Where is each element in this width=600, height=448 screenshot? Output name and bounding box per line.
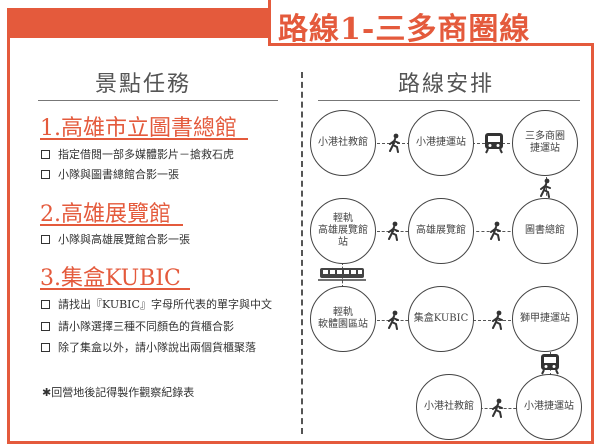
route-heading: 路線安排 [398,72,495,97]
route-heading-rule [318,100,580,101]
walking-person-icon [540,178,551,198]
checkbox[interactable] [41,234,50,244]
light-rail-icon [318,268,366,281]
walking-person-icon [389,133,400,153]
site-3-title: 3.集盒KUBIC [40,266,181,291]
checkbox[interactable] [41,169,50,179]
tasks-heading: 景點任務 [95,72,192,97]
site-1-underline [40,138,248,140]
metro-train-icon [541,354,559,375]
stop-shiji-mrt: 獅甲捷運站 [512,286,578,352]
page-title: 路線1-三多商圈線 [278,12,531,47]
stop-lrt-software-park: 輕軌 軟體園區站 [310,286,376,352]
site-1-title: 1.高雄市立圖書總館 [40,116,237,141]
reminder-note: ✱回營地後記得製作觀察紀錄表 [42,386,195,399]
walking-person-icon [490,221,501,241]
stop-exhibition-center: 高雄展覽館 [408,198,474,264]
checkbox[interactable] [41,342,50,352]
route-connector [546,177,547,201]
site-3-underline [40,288,190,290]
walking-person-icon [492,310,503,330]
route-connector [475,408,521,409]
stop-sanduo-mrt: 三多商圈 捷運站 [512,110,578,176]
route-connector [377,143,415,144]
task-item: 小隊與高雄展覽館合影一張 [41,231,190,247]
title-accent-bar [7,8,269,38]
stop-xiaogang-community-center-return: 小港社教館 [416,374,482,440]
stop-xiaogang-community-center: 小港社教館 [310,110,376,176]
task-item: 小隊與圖書總館合影一張 [41,166,179,182]
stop-kubic: 集盒KUBIC [408,286,474,352]
route-connector [377,320,413,321]
task-item: 請找出『KUBIC』字母所代表的單字與中文 [41,296,272,312]
stop-main-library: 圖書總館 [512,198,578,264]
site-2-title: 2.高雄展覽館 [40,202,171,227]
route-connector [377,231,413,232]
checkbox[interactable] [41,149,50,159]
task-item: 除了集盒以外，請小隊說出兩個貨櫃聚落 [41,339,256,355]
site-2-underline [40,224,183,226]
task-item: 請小隊選擇三種不同顏色的貨櫃合影 [41,318,234,334]
stop-lrt-exhibition: 輕軌 高雄展覽館站 [310,198,376,264]
task-item: 指定借閱一部多媒體影片－搶救石虎 [41,146,234,162]
tasks-heading-rule [38,100,278,101]
walking-person-icon [492,398,503,418]
checkbox[interactable] [41,299,50,309]
stop-xiaogang-mrt-return: 小港捷運站 [516,374,582,440]
column-divider [301,72,303,434]
route-connector [471,231,521,232]
metro-train-icon [485,133,503,154]
walking-person-icon [388,310,399,330]
title-box [268,0,594,46]
checkbox[interactable] [41,321,50,331]
stop-xiaogang-mrt: 小港捷運站 [408,110,474,176]
walking-person-icon [388,221,399,241]
